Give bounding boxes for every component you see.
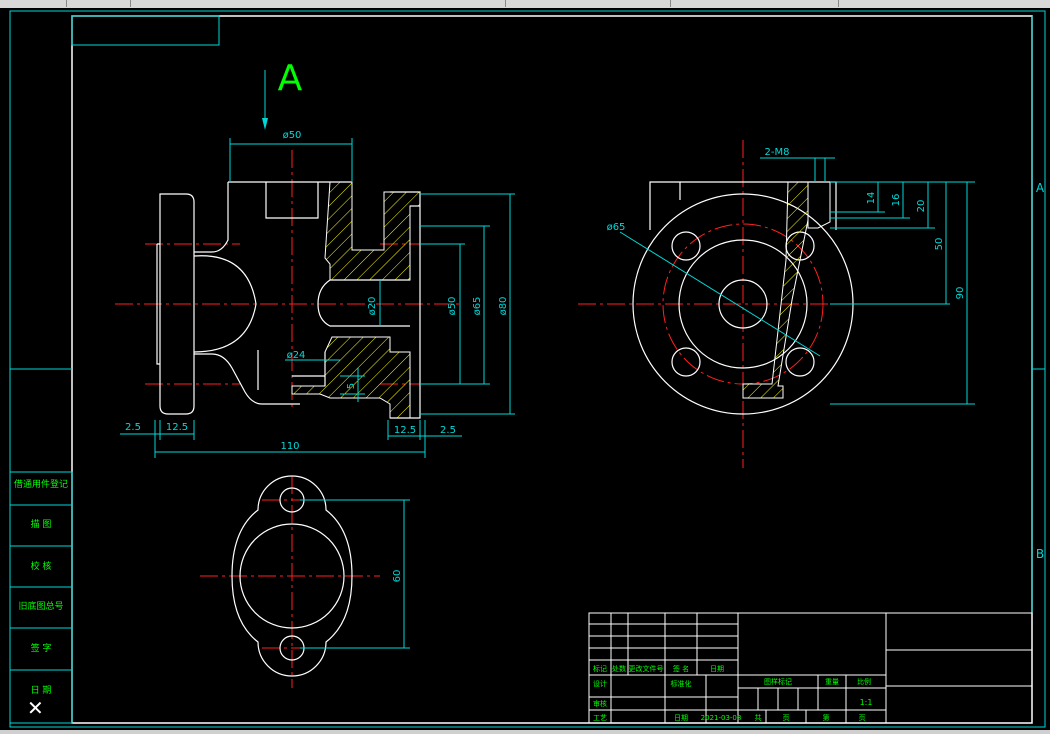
toolbar-segment[interactable]	[670, 0, 839, 7]
dim-label: ø50	[447, 297, 458, 316]
scale-value: 1:1	[860, 698, 873, 707]
view-arrow	[262, 70, 268, 130]
title-cell: 第	[823, 713, 830, 722]
dim-label: 90	[955, 287, 966, 300]
dim-label: 2-M8	[765, 147, 790, 158]
ucs-cross-icon: ✕	[27, 696, 44, 720]
dim-label: 2.5	[125, 422, 141, 433]
dim-label: 20	[916, 200, 927, 213]
dim-label: 2.5	[440, 425, 456, 436]
title-cell: 日期	[674, 714, 688, 722]
dim-label: ø24	[287, 350, 306, 361]
front-section-view: ø50 ø20 ø50 ø65 ø80 ø24 5 2.5 12.5 12.5 …	[115, 130, 515, 458]
dim-label: ø65	[607, 222, 626, 233]
title-cell: 2021-03-08	[701, 714, 742, 722]
title-cell: 审核	[593, 699, 607, 708]
table-cell: 借通用件登记	[14, 478, 68, 490]
table-cell: 签 字	[31, 642, 52, 654]
toolbar-segment[interactable]	[66, 0, 131, 7]
title-cell: 设计	[593, 679, 607, 688]
title-cell: 签 名	[673, 664, 689, 673]
side-view: 2-M8 ø65 14 16 20 50 90	[578, 140, 975, 468]
table-cell: 日 期	[31, 685, 52, 696]
title-cell: 标准化	[671, 679, 692, 688]
dim-label: 60	[392, 570, 403, 583]
title-cell: 处数	[612, 664, 626, 673]
dim-label: 12.5	[394, 425, 416, 436]
dim-label: 50	[934, 238, 945, 251]
title-block-text: 标记 处数 更改文件号 签 名 日期 设计 标准化 图样标记 重量 比例 审核 …	[593, 664, 872, 722]
title-cell: 重量	[825, 678, 839, 686]
left-signature-table	[9, 471, 73, 724]
dim-label: 12.5	[166, 422, 188, 433]
title-cell: 工艺	[593, 714, 607, 722]
drawing-frame	[9, 10, 1046, 728]
dim-label: 5	[346, 383, 357, 389]
title-cell: 比例	[857, 677, 871, 686]
title-cell: 页	[859, 714, 866, 722]
title-cell: 标记	[593, 664, 607, 673]
toolbar-strip	[0, 0, 1050, 8]
dim-label: 110	[280, 441, 299, 452]
dim-label: 16	[891, 194, 902, 207]
flange-view: 60	[200, 475, 410, 688]
title-cell: 页	[783, 714, 790, 722]
dim-label: ø65	[472, 297, 483, 316]
dim-label: ø50	[283, 130, 302, 141]
title-block	[588, 612, 1033, 724]
dim-label: ø20	[367, 297, 378, 316]
dim-label: 14	[866, 192, 877, 205]
view-label: A	[278, 58, 303, 99]
table-cell: 校 核	[31, 560, 52, 572]
table-cell: 旧底图总号	[18, 600, 63, 612]
title-cell: 共	[755, 713, 762, 722]
title-cell: 图样标记	[764, 677, 792, 686]
zone-label-a: A	[1036, 181, 1045, 195]
toolbar-segment[interactable]	[505, 0, 671, 7]
toolbar-segment[interactable]	[0, 0, 67, 7]
table-cell: 描 图	[31, 518, 52, 530]
title-cell: 日期	[710, 665, 724, 673]
toolbar-segment[interactable]	[130, 0, 506, 7]
title-cell: 更改文件号	[629, 664, 664, 673]
dim-label: ø80	[498, 297, 509, 316]
left-table-labels: 借通用件登记 描 图 校 核 旧底图总号 签 字 日 期	[14, 478, 68, 696]
status-strip	[0, 730, 1050, 734]
zone-label-b: B	[1036, 547, 1044, 561]
